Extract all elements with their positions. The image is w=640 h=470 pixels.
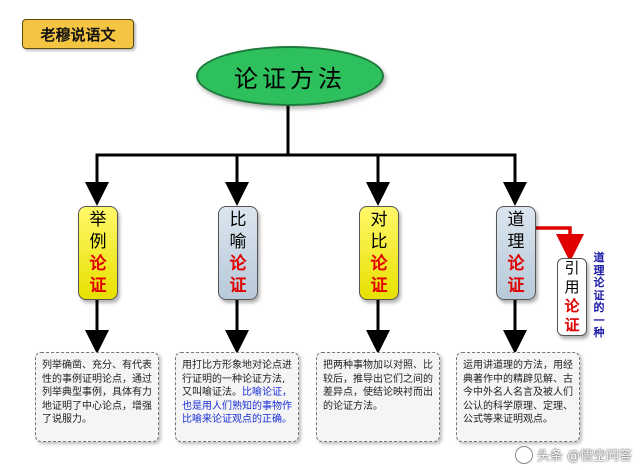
method-suffix: 论 (89, 254, 107, 274)
method-char: 比 (229, 210, 247, 230)
quote-arrow (535, 226, 584, 262)
watermark: 头条 @悟空问答 (514, 445, 632, 464)
method-example: 举 例 论 证 (78, 206, 118, 300)
method-contrast: 对 比 论 证 (359, 206, 399, 300)
method-char: 喻 (229, 232, 247, 252)
method-quotation: 引 用 论 证 (557, 258, 587, 336)
method-metaphor: 比 喻 论 证 (218, 206, 258, 300)
method-suffix: 论 (229, 254, 247, 274)
desc-contrast: 把两种事物加以对照、比较后，推导出它们之间的差异点，使结论映衬而出的论证方法。 (316, 352, 440, 442)
desc-highlight: 比喻论证，也是用人们熟知的事物作比喻来论证观点的正确。 (182, 387, 292, 425)
desc-text: 运用讲道理的方法，用经典著作中的精辟见解、古今中外名人名言及被人们公认的科学原理… (463, 360, 573, 425)
method-char: 举 (89, 210, 107, 230)
method-suffix: 证 (564, 316, 580, 334)
desc-reasoning: 运用讲道理的方法，用经典著作中的精辟见解、古今中外名人名言及被人们公认的科学原理… (456, 352, 580, 442)
method-char: 例 (89, 232, 107, 252)
branch-line (95, 153, 517, 195)
desc-text: 用打比方形象地对论点进行证明的一种论证方法,又叫喻证法。 (182, 360, 292, 398)
method-char: 道 (507, 210, 525, 230)
method-suffix: 证 (507, 276, 525, 296)
method-char: 用 (564, 278, 580, 296)
method-suffix: 论 (370, 254, 388, 274)
author-badge-label: 老穆说语文 (40, 25, 116, 44)
desc-example: 列举确凿、充分、有代表性的事例证明论点，通过列举典型事例，具体有力地证明了中心论… (35, 352, 159, 442)
watermark-text: 头条 @悟空问答 (536, 449, 632, 464)
method-suffix: 论 (564, 297, 580, 315)
desc-text: 把两种事物加以对照、比较后，推导出它们之间的差异点，使结论映衬而出的论证方法。 (323, 360, 433, 412)
method-char: 对 (370, 210, 388, 230)
desc-metaphor: 用打比方形象地对论点进行证明的一种论证方法,又叫喻证法。比喻论证，也是用人们熟知… (175, 352, 299, 442)
author-badge: 老穆说语文 (22, 19, 134, 49)
method-char: 引 (564, 259, 580, 277)
method-char: 理 (507, 232, 525, 252)
method-suffix: 证 (89, 276, 107, 296)
quote-note: 道理论证的一种 (593, 251, 605, 339)
watermark-logo-icon (514, 445, 533, 464)
desc-text: 列举确凿、充分、有代表性的事例证明论点，通过列举典型事例，具体有力地证明了中心论… (42, 360, 152, 425)
method-suffix: 证 (370, 276, 388, 296)
method-char: 比 (370, 232, 388, 252)
title-ellipse: 论证方法 (196, 46, 384, 106)
method-suffix: 论 (507, 254, 525, 274)
diagram-title: 论证方法 (234, 64, 346, 93)
method-suffix: 证 (229, 276, 247, 296)
method-reasoning: 道 理 论 证 (496, 206, 536, 300)
